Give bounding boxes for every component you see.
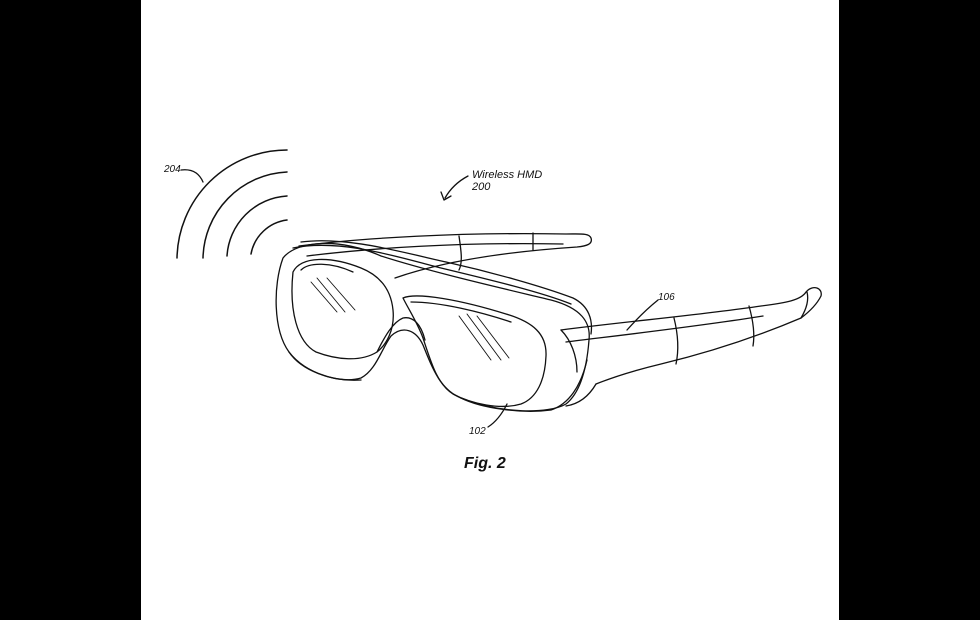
right-lens (402, 295, 547, 407)
device-title-label: Wireless HMD (472, 169, 543, 181)
signal-reference-number: 204 (164, 164, 181, 175)
goggle-frame (275, 240, 597, 412)
far-temple-arm (298, 232, 593, 279)
frame-reference-number: 106 (658, 292, 675, 303)
lens-reference-number: 102 (469, 426, 486, 437)
wireless-signal-arcs (176, 149, 288, 259)
nose-bridge (376, 317, 426, 353)
figure-caption: Fig. 2 (464, 455, 506, 472)
near-temple-arm (560, 286, 822, 385)
hmd-line-drawing (176, 149, 822, 428)
signal-leader-line (180, 169, 204, 183)
lens-glare-lines (310, 277, 510, 361)
frame-leader-line (626, 299, 659, 331)
device-reference-number: 200 (472, 181, 491, 193)
patent-drawing-page: 204 Wireless HMD 200 106 102 Fig. 2 (141, 0, 839, 620)
left-lens (291, 258, 394, 360)
device-arrow-icon (440, 175, 469, 201)
